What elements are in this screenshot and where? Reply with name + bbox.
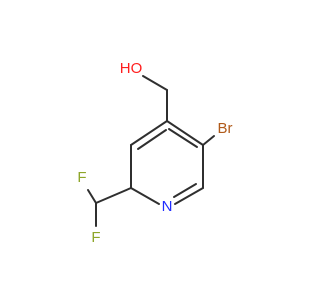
ring-bond-c3-c4	[130, 120, 168, 146]
bond-chf2-f-top	[87, 189, 97, 204]
ring-bond-c6-n-double-inner	[173, 183, 197, 198]
ring-bond-c4-c5	[166, 120, 204, 146]
fluorine-bottom-label: F	[91, 229, 100, 246]
ring-bond-c3-c4-double-inner	[137, 129, 167, 150]
bond-ch2-o	[142, 75, 168, 91]
bond-c2-chf2	[95, 187, 132, 204]
fluorine-top-label: F	[77, 169, 86, 186]
ring-bond-c6-n	[174, 187, 204, 205]
molecule-diagram: HO Br N F F	[77, 60, 233, 246]
bond-group	[87, 75, 215, 227]
ring-bond-c4-c5-double-inner	[168, 128, 198, 148]
bond-c5-br	[202, 135, 215, 146]
nitrogen-label: N	[162, 198, 173, 215]
hydroxyl-label: HO	[120, 60, 143, 77]
bromine-label: Br	[218, 120, 233, 137]
ring-bond-n-c2	[130, 187, 160, 205]
chemical-structure-canvas: HO Br N F F	[77, 59, 233, 246]
